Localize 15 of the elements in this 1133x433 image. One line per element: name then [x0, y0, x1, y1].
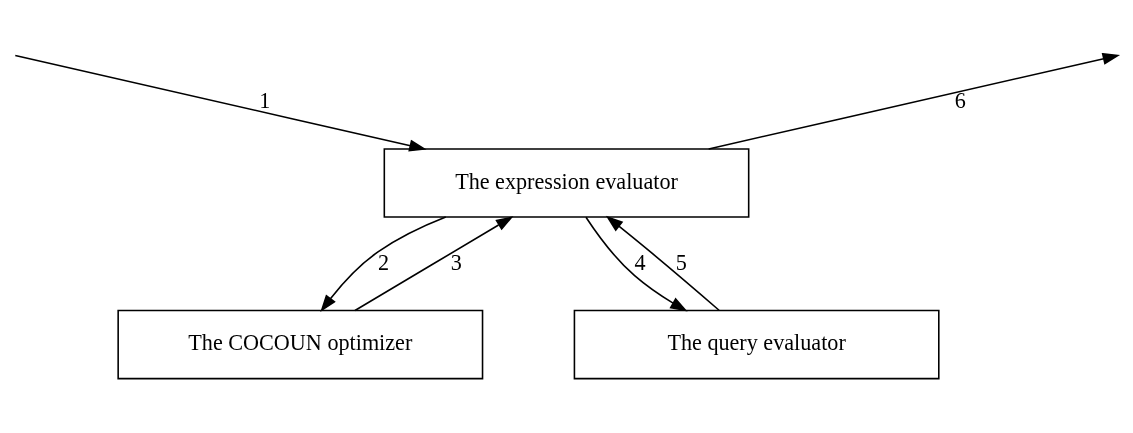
- edge-label: 1: [259, 88, 271, 114]
- edge-label: 3: [450, 249, 462, 275]
- arrow: [605, 215, 720, 312]
- arrow: [14, 54, 427, 152]
- edge-label: 4: [634, 249, 646, 275]
- arrow: [585, 216, 688, 312]
- arrow: [354, 216, 514, 312]
- node-box: The expression evaluator: [383, 148, 750, 218]
- edge-label: 6: [954, 88, 966, 114]
- arrow: [320, 216, 447, 313]
- node-box: The query evaluator: [573, 309, 940, 380]
- arrow: [707, 52, 1121, 150]
- edge-label: 2: [377, 249, 390, 275]
- edge-label: 5: [675, 249, 687, 275]
- node-box: The COCOUN optimizer: [117, 309, 484, 380]
